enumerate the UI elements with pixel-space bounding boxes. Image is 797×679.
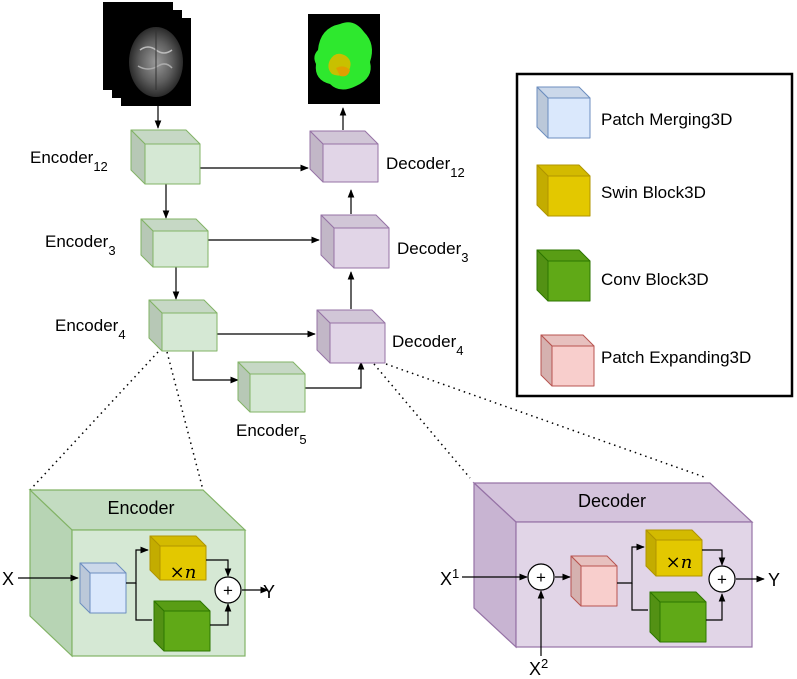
connectors xyxy=(154,106,365,389)
encoder5-label: Encoder5 xyxy=(236,421,307,447)
encoder-add-symbol: + xyxy=(223,581,233,600)
legend-swin-block-cube-front xyxy=(547,175,591,217)
encoder-detail-title: Encoder xyxy=(107,498,174,518)
legend: Patch Merging3D Swin Block3D Conv Block3… xyxy=(515,72,794,398)
encoder4-cube-front xyxy=(161,312,218,352)
legend-swin-block-cube xyxy=(536,164,591,217)
zoom-lines xyxy=(29,351,708,491)
decoder-input2-label: X2 xyxy=(529,656,548,679)
decoder-detail: Decoder + + ×n X1 X2 Y xyxy=(440,481,780,679)
encoder5-cube-front xyxy=(249,373,306,413)
decoder4-label: Decoder4 xyxy=(392,332,464,358)
decoder-patch-expanding-cube xyxy=(570,555,618,607)
decoder-skip-add-node xyxy=(527,563,555,591)
encoder12-cube xyxy=(130,129,201,185)
encoder-detail: Encoder + ×n X Y xyxy=(2,488,275,658)
legend-patch-merging-label: Patch Merging3D xyxy=(601,110,732,129)
decoder-output-label: Y xyxy=(768,570,780,590)
legend-patch-expanding-cube xyxy=(540,334,595,387)
decoder3-cube-front xyxy=(333,227,390,269)
decoder-input1-label: X1 xyxy=(440,566,459,590)
legend-patch-merging-cube xyxy=(536,86,591,139)
decoder-swin-block-cube xyxy=(645,529,703,577)
encoder-add-node xyxy=(214,576,242,604)
encoder3-cube xyxy=(140,218,209,268)
decoder12-cube-front xyxy=(322,143,379,183)
encoder4-label: Encoder4 xyxy=(55,316,126,342)
encoder-repeat-label: ×n xyxy=(170,562,197,583)
decoder-conv-block-cube xyxy=(649,591,707,643)
decoder12-label: Decoder12 xyxy=(386,154,465,180)
encoder-output-label: Y xyxy=(263,582,275,602)
legend-patch-expanding-cube-front xyxy=(551,345,595,387)
encoder12-cube-front xyxy=(144,143,201,185)
decoder3-label: Decoder3 xyxy=(397,239,469,265)
legend-patch-expanding-label: Patch Expanding3D xyxy=(601,348,751,367)
decoder-patch-expanding-cube-front xyxy=(580,565,618,607)
encoder-conv-block-cube-front xyxy=(163,610,211,652)
encoder-patch-merging-cube xyxy=(79,562,127,614)
encoder3-label: Encoder3 xyxy=(45,232,116,258)
decoder-detail-title: Decoder xyxy=(578,491,646,511)
decoder-repeat-label: ×n xyxy=(666,552,693,573)
decoder4-cube-front xyxy=(329,322,386,364)
decoder12-cube xyxy=(309,130,379,183)
encoder5-cube xyxy=(237,361,306,413)
encoder-input-label: X xyxy=(2,569,14,589)
encoder3-cube-front xyxy=(152,230,209,268)
encoder-conv-block-cube xyxy=(153,600,211,652)
segmentation-output xyxy=(308,14,380,104)
encoder-swin-block-cube-front xyxy=(159,545,207,581)
decoder-add-node xyxy=(708,565,736,593)
legend-conv-block-label: Conv Block3D xyxy=(601,270,709,289)
main-labels: Encoder12 Encoder3 Encoder4 Encoder5 Dec… xyxy=(30,148,469,447)
legend-conv-block-cube-front xyxy=(547,260,591,302)
encoder12-label: Encoder12 xyxy=(30,148,108,174)
decoder-add-symbol: + xyxy=(717,570,727,589)
decoder3-cube xyxy=(320,214,390,269)
decoder4-cube xyxy=(316,309,386,364)
decoder-conv-block-cube-front xyxy=(659,601,707,643)
legend-patch-merging-cube-front xyxy=(547,97,591,139)
encoder-patch-merging-cube-front xyxy=(89,572,127,614)
encoder-swin-block-cube xyxy=(149,535,207,581)
decoder-swin-block-cube-front xyxy=(655,539,703,577)
legend-swin-block-label: Swin Block3D xyxy=(601,183,706,202)
encoder4-cube xyxy=(148,299,218,352)
mri-input-stack xyxy=(103,2,191,106)
decoder-skip-add-symbol: + xyxy=(536,568,546,587)
legend-conv-block-cube xyxy=(536,249,591,302)
